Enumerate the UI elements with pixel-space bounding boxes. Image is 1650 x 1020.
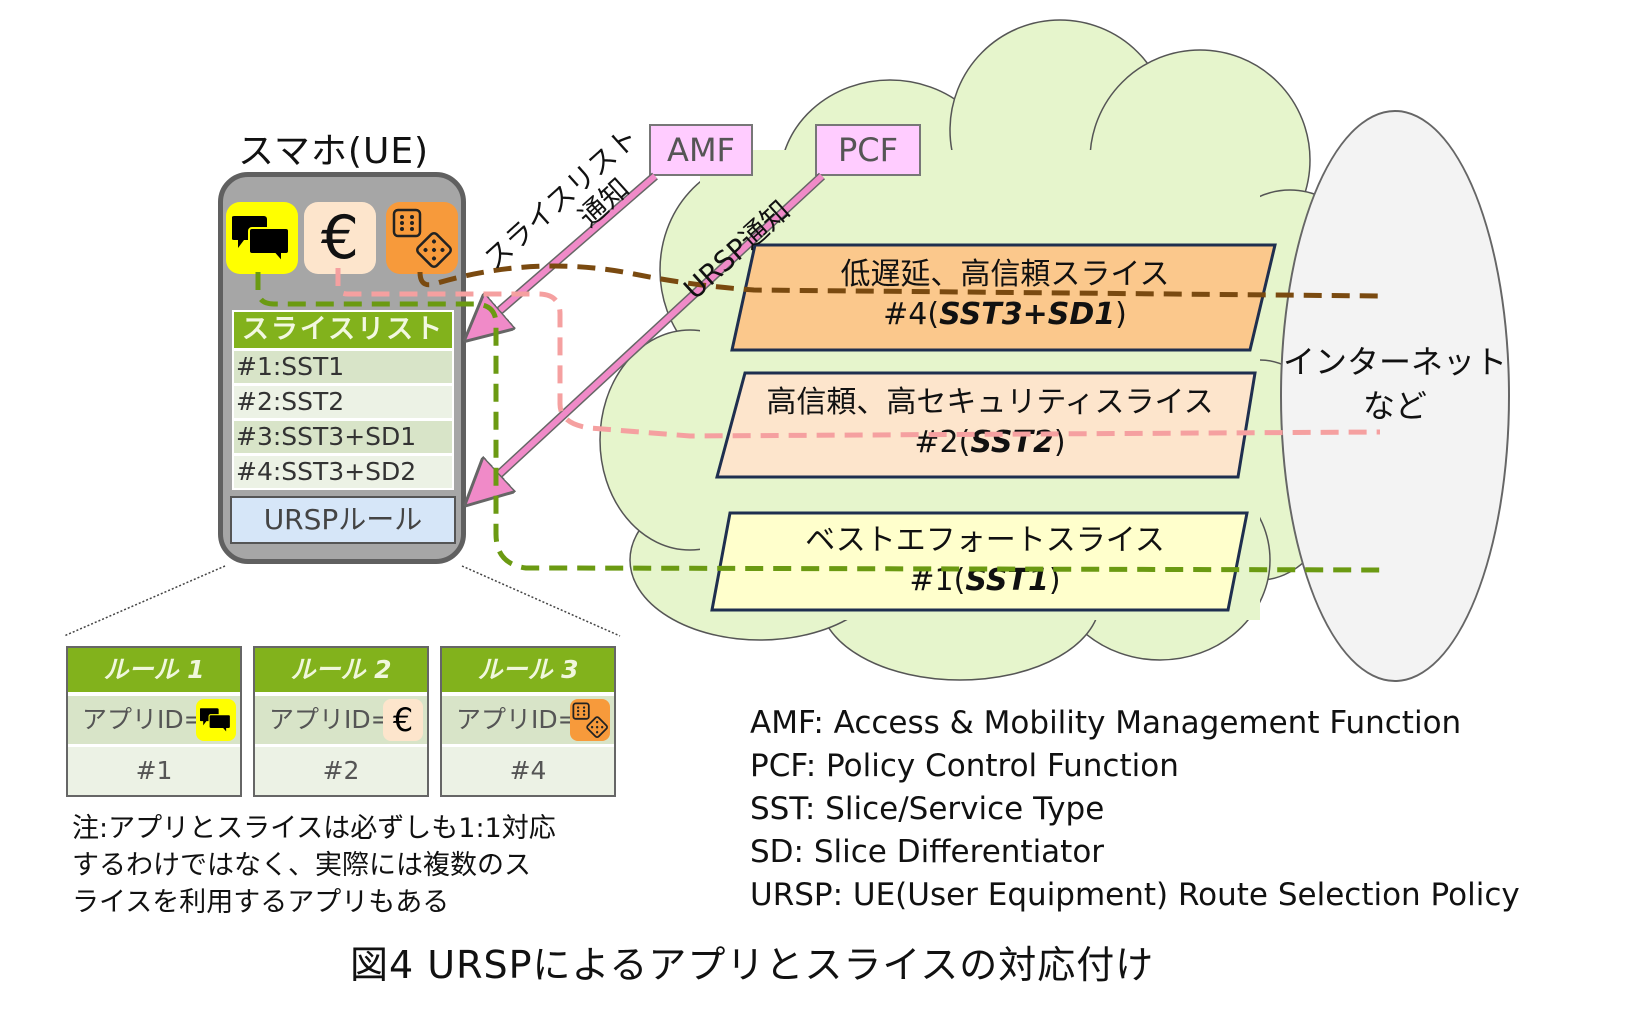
internet-ellipse bbox=[1280, 110, 1510, 682]
slice-shape-2 bbox=[715, 371, 1257, 479]
rule-app-label: アプリID= bbox=[456, 705, 579, 734]
pcf-box: PCF bbox=[815, 124, 921, 176]
slice-label-2: 高信頼、高セキュリティスライス #2(SST2) bbox=[740, 383, 1240, 463]
slice-id-suffix: ) bbox=[1048, 563, 1061, 598]
slice-id-suffix: ) bbox=[1053, 425, 1066, 460]
slice-id: #2(SST2) bbox=[740, 423, 1240, 463]
zoom-line-right bbox=[461, 565, 621, 637]
internet-label-line1: インターネット bbox=[1282, 343, 1507, 381]
slice-title: 高信頼、高セキュリティスライス bbox=[766, 385, 1214, 420]
rule-app-id: アプリID= bbox=[442, 696, 614, 744]
slice-id: #4(SST3+SD1) bbox=[760, 295, 1250, 335]
rule-app-id: アプリID= bbox=[68, 696, 240, 744]
note-line: 注:アプリとスライスは必ずしも1:1対応 bbox=[72, 813, 556, 844]
abbreviation-item: URSP: UE(User Equipment) Route Selection… bbox=[750, 877, 1520, 913]
internet-label: インターネット など bbox=[1280, 340, 1510, 428]
rule-app-label: アプリID= bbox=[82, 705, 205, 734]
figure-caption: 図4 URSPによるアプリとスライスの対応付け bbox=[350, 943, 1155, 987]
slice-label-4: 低遅延、高信頼スライス #4(SST3+SD1) bbox=[760, 255, 1250, 335]
app-game[interactable] bbox=[386, 202, 458, 274]
chat-bubbles-icon bbox=[232, 216, 290, 265]
euro-icon: € bbox=[383, 699, 423, 741]
path-game-to-slice4 bbox=[417, 263, 1381, 299]
app-payment[interactable]: € bbox=[304, 202, 376, 274]
slice-list-item: #3:SST3+SD1 bbox=[234, 421, 452, 453]
rule-title: ルール 3 bbox=[442, 648, 614, 692]
note-line: するわけではなく、実際には複数のス bbox=[72, 850, 531, 881]
slice-id-prefix: #4( bbox=[883, 297, 940, 332]
dice-icon bbox=[570, 699, 610, 741]
internet-label-line2: など bbox=[1362, 387, 1427, 425]
slice-title: 低遅延、高信頼スライス bbox=[840, 257, 1170, 292]
slice-list-header: スライスリスト bbox=[234, 312, 452, 348]
zoom-line-left bbox=[63, 565, 226, 637]
ue-title: スマホ(UE) bbox=[238, 131, 430, 172]
slice-id-value: SST2 bbox=[970, 425, 1054, 460]
note: 注:アプリとスライスは必ずしも1:1対応 するわけではなく、実際には複数のス ラ… bbox=[72, 810, 556, 921]
rule-title: ルール 2 bbox=[255, 648, 427, 692]
abbreviation-item: SST: Slice/Service Type bbox=[750, 791, 1105, 827]
rule-card-1: ルール 1 アプリID= #1 bbox=[66, 646, 242, 797]
amf-box: AMF bbox=[649, 124, 753, 176]
rule-card-2: ルール 2 アプリID= € #2 bbox=[253, 646, 429, 797]
ursp-notify-arrow bbox=[482, 173, 825, 490]
slice-id-suffix: ) bbox=[1115, 297, 1127, 332]
abbreviation-list: AMF: Access & Mobility Management Functi… bbox=[750, 702, 1520, 917]
euro-icon: € bbox=[320, 203, 360, 273]
slice-list-notify-arrow bbox=[482, 173, 657, 326]
slice-list-item: #4:SST3+SD2 bbox=[234, 456, 452, 488]
ursp-rules-box[interactable]: URSPルール bbox=[230, 496, 456, 544]
chat-bubbles-icon bbox=[196, 699, 236, 741]
slice-list-item: #2:SST2 bbox=[234, 386, 452, 418]
slice-label-1: ベストエフォートスライス #1(SST1) bbox=[740, 521, 1230, 601]
rule-title: ルール 1 bbox=[68, 648, 240, 692]
note-line: ライスを利用するアプリもある bbox=[72, 887, 450, 918]
rule-slice: #2 bbox=[255, 747, 427, 795]
path-payment-to-slice2 bbox=[335, 268, 1381, 439]
app-chat[interactable] bbox=[226, 202, 298, 274]
abbreviation-item: SD: Slice Differentiator bbox=[750, 834, 1105, 870]
slice-title: ベストエフォートスライス bbox=[805, 523, 1165, 558]
slice-id-prefix: #2( bbox=[914, 425, 971, 460]
abbreviation-item: AMF: Access & Mobility Management Functi… bbox=[750, 705, 1462, 741]
rule-slice: #1 bbox=[68, 747, 240, 795]
rule-app-id: アプリID= € bbox=[255, 696, 427, 744]
dice-icon bbox=[392, 208, 452, 268]
slice-list: スライスリスト #1:SST1 #2:SST2 #3:SST3+SD1 #4:S… bbox=[232, 310, 454, 490]
slice-shape-4 bbox=[730, 243, 1277, 352]
rule-app-label: アプリID= bbox=[269, 705, 392, 734]
slice-id-value: SST3+SD1 bbox=[939, 297, 1116, 332]
slice-shape-1 bbox=[710, 511, 1249, 612]
path-chat-to-slice1 bbox=[255, 272, 1386, 573]
slice-list-item: #1:SST1 bbox=[234, 351, 452, 383]
rule-card-3: ルール 3 アプリID= #4 bbox=[440, 646, 616, 797]
rule-slice: #4 bbox=[442, 747, 614, 795]
abbreviation-item: PCF: Policy Control Function bbox=[750, 748, 1179, 784]
